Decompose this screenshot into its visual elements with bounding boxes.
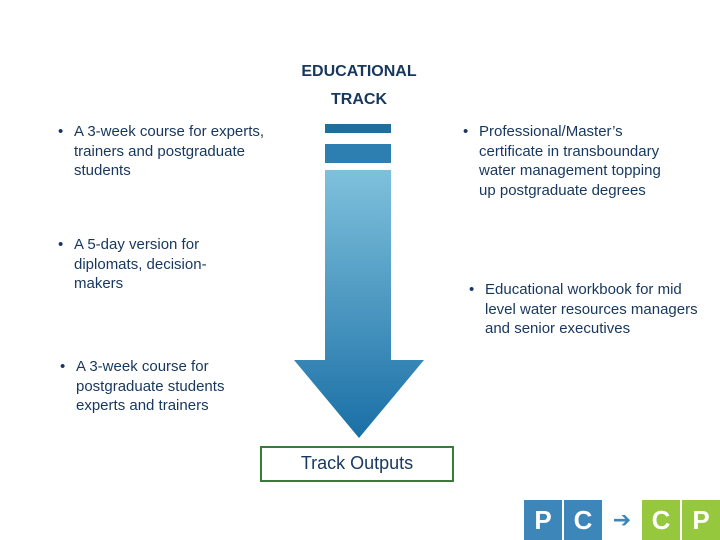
title-line-2: TRACK [331,91,387,108]
bullet-dot: • [463,123,469,140]
track-outputs-label: Track Outputs [300,453,414,473]
arrow-header-bar-thick [325,144,391,163]
bullet-dot: • [469,281,475,298]
bullet-text: Professional/Master’s certificate in tra… [479,123,661,199]
diagram-title: EDUCATIONAL TRACK [272,58,446,114]
logo-tile-c-left: C [564,500,602,540]
left-bullet-1: • A 3-week course for experts, trainers a… [58,122,274,181]
arrow-header-bar-thin [325,124,391,133]
logo-tile-c-right: C [642,500,680,540]
bullet-text: A 5-day version for diplomats, decision-… [74,236,207,292]
bullet-text: Educational workbook for mid level water… [485,281,698,337]
bullet-text: A 3-week course for postgraduate student… [76,358,225,414]
track-down-arrow [294,170,424,438]
arrow-shape [294,170,424,438]
left-bullet-3: • A 3-week course for postgraduate studen… [60,357,276,416]
pcccp-logo: P C ➔ C P [524,500,720,540]
logo-arrow-icon: ➔ [612,507,632,532]
bullet-dot: • [60,358,66,375]
right-bullet-2: • Educational workbook for mid level wate… [469,280,715,339]
left-bullet-2: • A 5-day version for diplomats, decision… [58,235,254,294]
logo-tile-p-right: P [682,500,720,540]
logo-tile-p-left: P [524,500,562,540]
right-bullet-1: • Professional/Master’s certificate in tr… [463,122,679,200]
bullet-text: A 3-week course for experts, trainers an… [74,123,265,179]
bullet-dot: • [58,123,64,140]
title-line-1: EDUCATIONAL [301,63,417,80]
track-outputs-box: Track Outputs [260,446,454,482]
bullet-dot: • [58,236,64,253]
